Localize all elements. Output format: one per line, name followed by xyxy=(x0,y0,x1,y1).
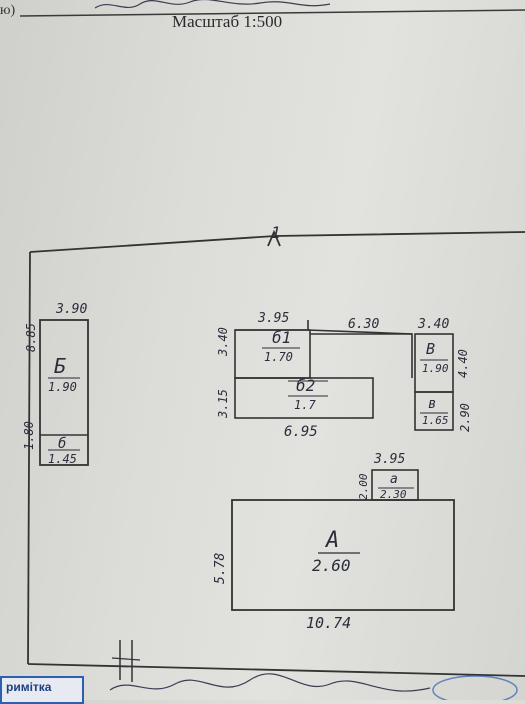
building-b-outline xyxy=(39,319,89,466)
boundary-bottom xyxy=(27,663,525,677)
building-a-bottom-dim: 10.74 xyxy=(306,614,352,632)
building-b1-top-dim: 3.95 xyxy=(258,311,290,326)
corner-marker-label: 1 xyxy=(271,223,281,242)
building-b-top-dim: 3.90 xyxy=(56,302,88,317)
header-fragment: ю) xyxy=(0,3,16,18)
building-v2-area: 1.65 xyxy=(422,414,449,427)
building-b1-side-dim: 3.40 xyxy=(216,327,230,356)
note-stamp-label: римітка xyxy=(6,680,52,694)
blue-seal xyxy=(432,675,518,700)
building-b-label: Б xyxy=(54,354,67,378)
boundary-left xyxy=(27,251,31,665)
building-v2-label: в xyxy=(428,396,437,412)
building-b2-area: 1.7 xyxy=(294,398,316,412)
header-handwriting xyxy=(94,0,331,9)
building-e-area: 1.45 xyxy=(48,452,77,466)
building-b-area: 1.90 xyxy=(48,380,77,394)
top-right-dim: 6.30 xyxy=(348,317,380,332)
footer-handwriting xyxy=(109,673,431,692)
building-b1-label: б1 xyxy=(272,328,292,347)
building-v2-outline xyxy=(414,391,454,431)
building-v2-side-dim: 2.90 xyxy=(458,403,472,432)
building-a-area: 2.60 xyxy=(312,556,351,575)
building-v-area: 1.90 xyxy=(422,362,449,375)
building-a-small-area: 2.30 xyxy=(380,488,407,501)
building-b2-label: б2 xyxy=(296,376,316,395)
building-b-side-dim: 8.85 xyxy=(24,323,38,352)
corner-marker xyxy=(267,229,281,247)
scale-label: Масштаб 1:500 xyxy=(172,12,283,31)
building-a-small-label: а xyxy=(390,472,398,487)
note-stamp: римітка xyxy=(0,676,84,704)
building-b2-bottom-dim: 6.95 xyxy=(284,424,318,440)
building-v-label: В xyxy=(426,340,436,358)
building-a-small-top-dim: 3.95 xyxy=(374,452,406,467)
building-a-small-side-dim: 2.00 xyxy=(357,473,370,501)
building-a-label: А xyxy=(326,528,340,553)
building-b2-outline xyxy=(234,377,374,419)
building-b1-area: 1.70 xyxy=(264,350,293,364)
building-b2-side-dim: 3.15 xyxy=(216,389,230,418)
header-rule xyxy=(19,9,525,17)
building-e-label: б xyxy=(58,436,67,452)
building-a-outline xyxy=(231,499,455,611)
building-v-side-dim: 4.40 xyxy=(456,349,470,378)
building-e-side-dim: 1.80 xyxy=(22,421,36,450)
top-right-dim2: 3.40 xyxy=(418,317,450,332)
building-a-side-dim: 5.78 xyxy=(213,552,228,584)
